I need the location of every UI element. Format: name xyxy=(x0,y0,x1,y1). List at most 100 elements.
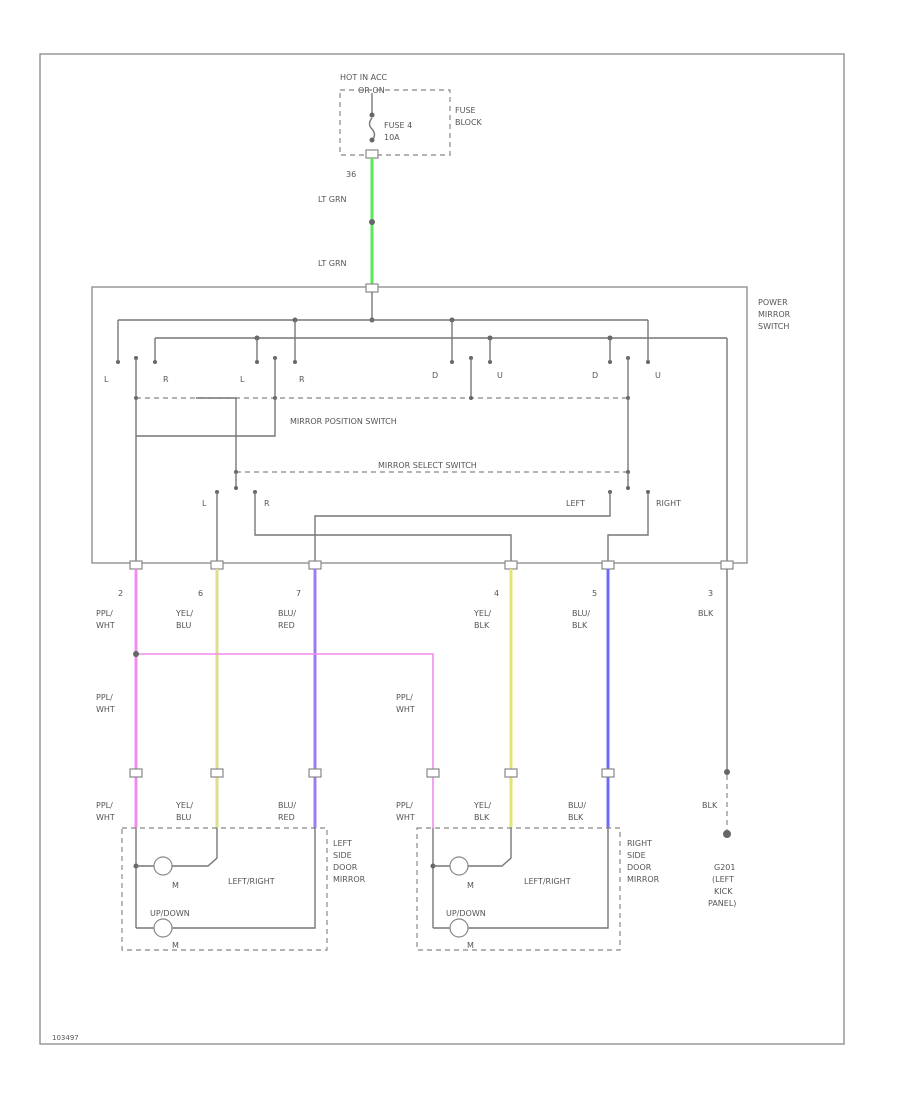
left-mirror-motor-lr: M xyxy=(172,881,179,890)
left-mirror-label-2: SIDE xyxy=(333,851,352,860)
fuse-label-1: FUSE 4 xyxy=(384,121,412,130)
mirror-right-wire-blu-1: BLU/ xyxy=(568,801,586,810)
right-mirror-circuit xyxy=(430,828,609,938)
left-mirror-label-3: DOOR xyxy=(333,863,358,872)
pin-connector-7 xyxy=(308,560,322,570)
mirror-left-wire-blu-2: RED xyxy=(278,813,295,822)
sw-label-0: L xyxy=(104,375,109,384)
select-label-left: LEFT xyxy=(566,499,585,508)
pin-wire-2b: RED xyxy=(278,621,295,630)
left-mirror-box xyxy=(121,827,328,951)
diagram-frame xyxy=(39,53,845,1045)
pin-wire-0b: WHT xyxy=(96,621,115,630)
mirror-left-wire-ppl-2: WHT xyxy=(96,813,115,822)
mirror-right-wire-ppl-2: WHT xyxy=(396,813,415,822)
right-mirror-lr-label: LEFT/RIGHT xyxy=(524,877,571,886)
switch-input-connector xyxy=(365,283,379,293)
ground-point xyxy=(723,830,731,838)
mirror-left-wire-yel-2: BLU xyxy=(176,813,192,822)
mirror-left-wire-blu-1: BLU/ xyxy=(278,801,296,810)
pin-wire-5a: BLK xyxy=(698,609,714,618)
wire-lt-grn-label-upper: LT GRN xyxy=(318,195,347,204)
sw-label-6: D xyxy=(592,371,598,380)
pin-wire-1a: YEL/ xyxy=(175,609,193,618)
sw-label-5: U xyxy=(497,371,503,380)
position-switch-label: MIRROR POSITION SWITCH xyxy=(290,417,397,426)
fuse-block-box xyxy=(339,89,451,156)
ground-wire-label: BLK xyxy=(702,801,718,810)
right-mirror-label-2: SIDE xyxy=(627,851,646,860)
mirror-left-wire-ppl-1: PPL/ xyxy=(96,801,113,810)
mirror-right-wire-ppl-1: PPL/ xyxy=(396,801,413,810)
pin-num-2: 7 xyxy=(296,589,301,598)
right-mirror-label-1: RIGHT xyxy=(627,839,652,848)
sw-label-2: L xyxy=(240,375,245,384)
ground-label-4: PANEL) xyxy=(708,899,736,908)
position-switch-contacts xyxy=(116,356,650,398)
ground-label-2: (LEFT xyxy=(712,875,734,884)
pin-connector-4 xyxy=(504,560,518,570)
left-mirror-label-1: LEFT xyxy=(333,839,352,848)
right-mirror-motor-ud: M xyxy=(467,941,474,950)
fuse-node-bottom xyxy=(369,137,375,143)
fuse-node-top xyxy=(369,112,375,118)
right-mirror-label-3: DOOR xyxy=(627,863,652,872)
diagram-ref-number: 103497 xyxy=(52,1034,79,1042)
fuse-icon xyxy=(368,117,376,141)
right-mirror-ud-label: UP/DOWN xyxy=(446,909,486,918)
pin-connector-2 xyxy=(129,560,143,570)
splice-ppl-wht xyxy=(133,651,139,657)
pin-wire-4a: BLU/ xyxy=(572,609,590,618)
pin-connector-6 xyxy=(210,560,224,570)
pin-connector-3 xyxy=(720,560,734,570)
ground-label-3: KICK xyxy=(714,887,733,896)
splice-lt-grn xyxy=(369,219,375,225)
right-mirror-motor-lr: M xyxy=(467,881,474,890)
pin-wire-3a: YEL/ xyxy=(473,609,491,618)
switch-title-2: MIRROR xyxy=(758,310,791,319)
wire-lt-grn-label-lower: LT GRN xyxy=(318,259,347,268)
fuse-pin: 36 xyxy=(346,170,356,179)
mirror-right-wire-blu-2: BLK xyxy=(568,813,584,822)
pin-wire-3b: BLK xyxy=(474,621,490,630)
select-label-right: RIGHT xyxy=(656,499,681,508)
mirror-right-wire-yel-2: BLK xyxy=(474,813,490,822)
switch-title-1: POWER xyxy=(758,298,788,307)
left-mirror-lr-label: LEFT/RIGHT xyxy=(228,877,275,886)
pin-num-3: 4 xyxy=(494,589,499,598)
pin-wire-2a: BLU/ xyxy=(278,609,296,618)
switch-title-3: SWITCH xyxy=(758,322,789,331)
fuse-block-label-2: BLOCK xyxy=(455,118,483,127)
left-mirror-motor-ud: M xyxy=(172,941,179,950)
pin-wire-4b: BLK xyxy=(572,621,588,630)
select-switch-label: MIRROR SELECT SWITCH xyxy=(378,461,477,470)
select-label-l: L xyxy=(202,499,207,508)
right-mirror-box xyxy=(416,827,621,951)
wire-left-label-2: WHT xyxy=(96,705,115,714)
pin-num-4: 5 xyxy=(592,589,597,598)
right-mirror-label-4: MIRROR xyxy=(627,875,660,884)
pin-wire-1b: BLU xyxy=(176,621,192,630)
pin-num-1: 6 xyxy=(198,589,203,598)
sw-label-1: R xyxy=(163,375,169,384)
wire-left-label-1: PPL/ xyxy=(96,693,113,702)
mirror-left-wire-yel-1: YEL/ xyxy=(175,801,193,810)
hot-label-1: HOT IN ACC xyxy=(340,73,388,82)
pin-num-5: 3 xyxy=(708,589,713,598)
sw-label-4: D xyxy=(432,371,438,380)
pin-connector-5 xyxy=(601,560,615,570)
pin-wire-0a: PPL/ xyxy=(96,609,113,618)
ground-label-1: G201 xyxy=(714,863,735,872)
fuse-label-2: 10A xyxy=(384,133,400,142)
left-mirror-circuit xyxy=(133,828,316,938)
pin-num-0: 2 xyxy=(118,589,123,598)
sw-label-3: R xyxy=(299,375,305,384)
fuse-connector xyxy=(365,149,379,159)
power-mirror-switch-box xyxy=(91,286,748,564)
sw-label-7: U xyxy=(655,371,661,380)
fuse-block-label-1: FUSE xyxy=(455,106,476,115)
wire-right-label-2: WHT xyxy=(396,705,415,714)
left-mirror-label-4: MIRROR xyxy=(333,875,366,884)
left-mirror-ud-label: UP/DOWN xyxy=(150,909,190,918)
